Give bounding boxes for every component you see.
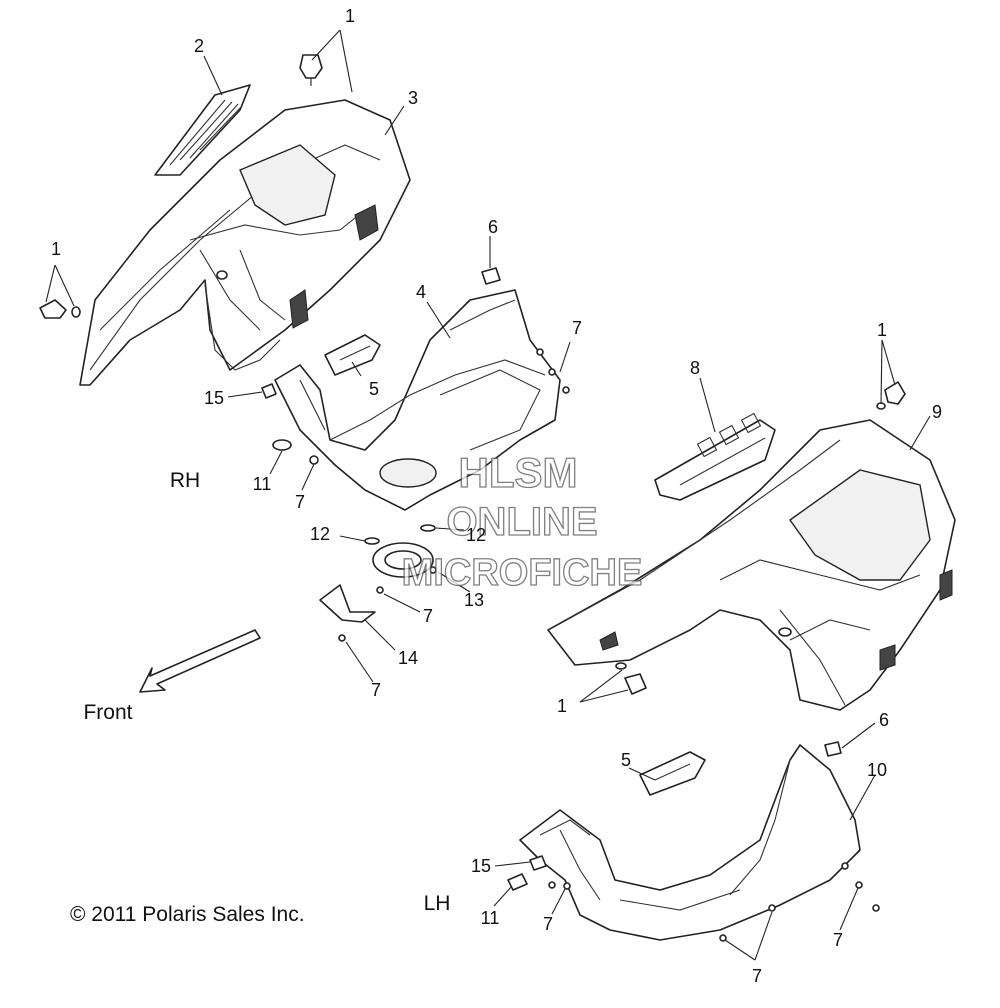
callout-15: 15 — [204, 388, 224, 408]
callout-4: 4 — [416, 282, 426, 302]
callout-7: 7 — [423, 606, 433, 626]
callout-5: 5 — [621, 750, 631, 770]
screw-part-7 — [309, 348, 880, 942]
callout-11: 11 — [253, 474, 272, 494]
lh-label: LH — [424, 892, 451, 915]
callout-1: 1 — [345, 6, 355, 26]
callout-6: 6 — [879, 710, 889, 730]
callout-7: 7 — [572, 318, 582, 338]
leader-lines — [45, 29, 931, 961]
callout-10: 10 — [867, 760, 887, 780]
callout-8: 8 — [690, 358, 700, 378]
nut-part-6 — [481, 267, 842, 757]
callout-9: 9 — [932, 402, 942, 422]
watermark-line-2: ONLINE — [446, 500, 597, 544]
callout-13: 13 — [464, 590, 484, 610]
rh-inner-panel — [274, 289, 561, 511]
watermark-line-1: HLSM — [459, 449, 578, 496]
rh-label: RH — [170, 469, 200, 492]
rh-vent-grille — [154, 84, 251, 176]
callout-3: 3 — [408, 88, 418, 108]
callout-5: 5 — [369, 379, 379, 399]
callout-1: 1 — [877, 320, 887, 340]
callout-14: 14 — [398, 648, 418, 668]
rh-side-panel — [79, 99, 411, 386]
callout-2: 2 — [194, 36, 204, 56]
push-rivet-part-1 — [39, 54, 906, 695]
callout-15: 15 — [471, 856, 491, 876]
callout-1: 1 — [51, 239, 61, 259]
bracket-part-14 — [319, 584, 376, 623]
callout-12: 12 — [466, 525, 486, 545]
callout-7: 7 — [371, 680, 381, 700]
latch-part-5 — [324, 334, 706, 796]
trim-ring-part-13 — [372, 542, 434, 578]
copyright-text: © 2011 Polaris Sales Inc. — [70, 903, 305, 926]
callout-1: 1 — [557, 696, 567, 716]
callout-numbers: 1 2 3 1 6 4 7 5 15 11 7 12 12 13 7 14 7 … — [51, 6, 942, 986]
callout-7: 7 — [752, 966, 762, 986]
callout-11: 11 — [481, 908, 500, 928]
lh-inner-panel — [519, 744, 861, 941]
lh-side-panel — [547, 419, 956, 711]
callout-7: 7 — [833, 930, 843, 950]
front-direction-arrow — [139, 629, 261, 693]
clip-part-11 — [272, 439, 528, 891]
washer-part-12 — [364, 524, 436, 545]
callout-12: 12 — [310, 524, 330, 544]
lh-vent-grille — [654, 412, 776, 501]
watermark-line-3: MICROFICHE — [402, 552, 643, 594]
front-label: Front — [83, 701, 132, 724]
screw-part-15 — [261, 383, 547, 871]
watermark: HLSM ONLINE MICROFICHE — [401, 448, 643, 594]
callout-7: 7 — [543, 914, 553, 934]
callout-6: 6 — [488, 217, 498, 237]
callout-7: 7 — [295, 492, 305, 512]
